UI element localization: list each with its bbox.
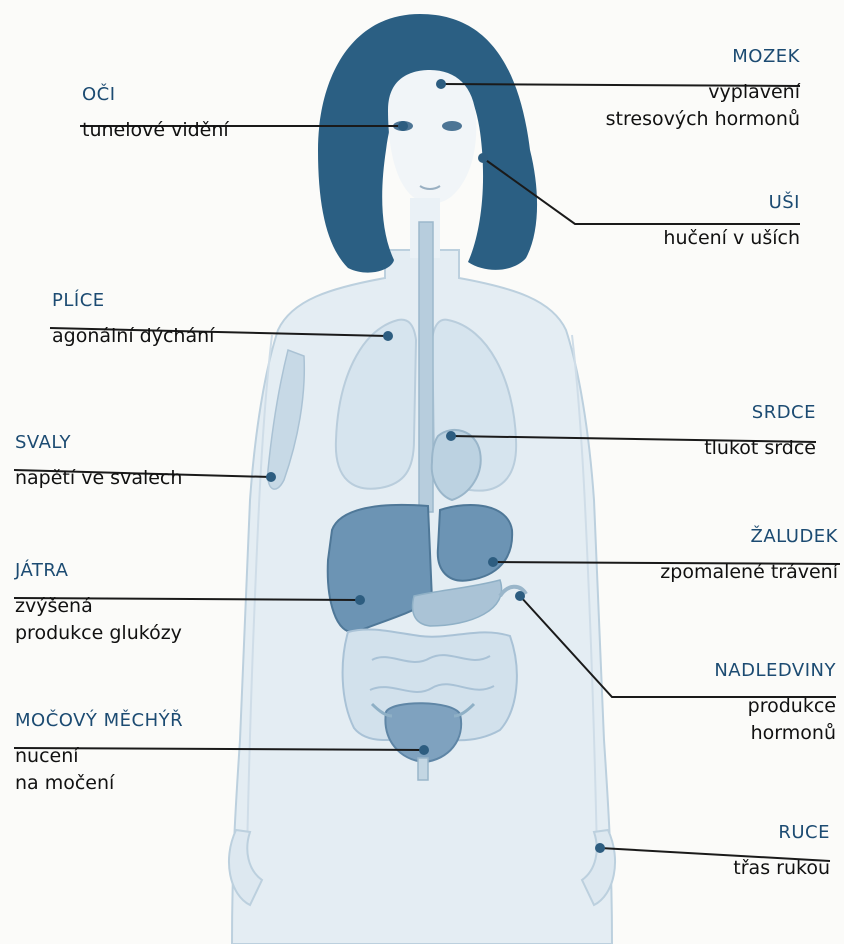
right-eye-icon bbox=[442, 121, 462, 131]
label-ruce-title: RUCE bbox=[733, 822, 830, 843]
label-zaludek-title: ŽALUDEK bbox=[660, 526, 838, 547]
label-jatra-text: zvýšená produkce glukózy bbox=[15, 593, 182, 647]
dot-mechyr bbox=[419, 745, 429, 755]
label-mechyr: MOČOVÝ MĚCHÝŘ nucení na močení bbox=[15, 710, 183, 797]
label-mozek: MOZEK vyplavení stresových hormonů bbox=[606, 46, 800, 133]
label-mechyr-title: MOČOVÝ MĚCHÝŘ bbox=[15, 710, 183, 731]
label-plice: PLÍCE agonální dýchání bbox=[52, 290, 214, 350]
label-zaludek-text: zpomalené trávení bbox=[660, 559, 838, 586]
label-nadledviny-text: produkce hormonů bbox=[714, 693, 836, 747]
label-jatra: JÁTRA zvýšená produkce glukózy bbox=[15, 560, 182, 647]
label-svaly-title: SVALY bbox=[15, 432, 182, 453]
label-srdce: SRDCE tlukot srdce bbox=[704, 402, 816, 462]
label-srdce-text: tlukot srdce bbox=[704, 435, 816, 462]
dot-jatra bbox=[355, 595, 365, 605]
label-ruce-text: třas rukou bbox=[733, 855, 830, 882]
label-nadledviny: NADLEDVINY produkce hormonů bbox=[714, 660, 836, 747]
dot-zaludek bbox=[488, 557, 498, 567]
label-usi-title: UŠI bbox=[663, 192, 800, 213]
dot-srdce bbox=[446, 431, 456, 441]
label-oci-title: OČI bbox=[82, 84, 229, 105]
label-plice-text: agonální dýchání bbox=[52, 323, 214, 350]
dot-usi bbox=[478, 153, 488, 163]
label-jatra-title: JÁTRA bbox=[15, 560, 182, 581]
label-svaly: SVALY napětí ve svalech bbox=[15, 432, 182, 492]
dot-nadledviny bbox=[515, 591, 525, 601]
label-oci: OČI tunelové vidění bbox=[82, 84, 229, 144]
dot-oci bbox=[398, 121, 408, 131]
dot-mozek bbox=[436, 79, 446, 89]
label-usi-text: hučení v uších bbox=[663, 225, 800, 252]
label-mozek-text: vyplavení stresových hormonů bbox=[606, 79, 800, 133]
label-usi: UŠI hučení v uších bbox=[663, 192, 800, 252]
label-plice-title: PLÍCE bbox=[52, 290, 214, 311]
dot-svaly bbox=[266, 472, 276, 482]
label-svaly-text: napětí ve svalech bbox=[15, 465, 182, 492]
dot-ruce bbox=[595, 843, 605, 853]
label-ruce: RUCE třas rukou bbox=[733, 822, 830, 882]
label-zaludek: ŽALUDEK zpomalené trávení bbox=[660, 526, 838, 586]
urethra bbox=[418, 758, 428, 780]
label-mozek-title: MOZEK bbox=[606, 46, 800, 67]
label-mechyr-text: nucení na močení bbox=[15, 743, 183, 797]
dot-plice bbox=[383, 331, 393, 341]
label-nadledviny-title: NADLEDVINY bbox=[714, 660, 836, 681]
label-srdce-title: SRDCE bbox=[704, 402, 816, 423]
label-oci-text: tunelové vidění bbox=[82, 117, 229, 144]
face bbox=[388, 70, 476, 204]
